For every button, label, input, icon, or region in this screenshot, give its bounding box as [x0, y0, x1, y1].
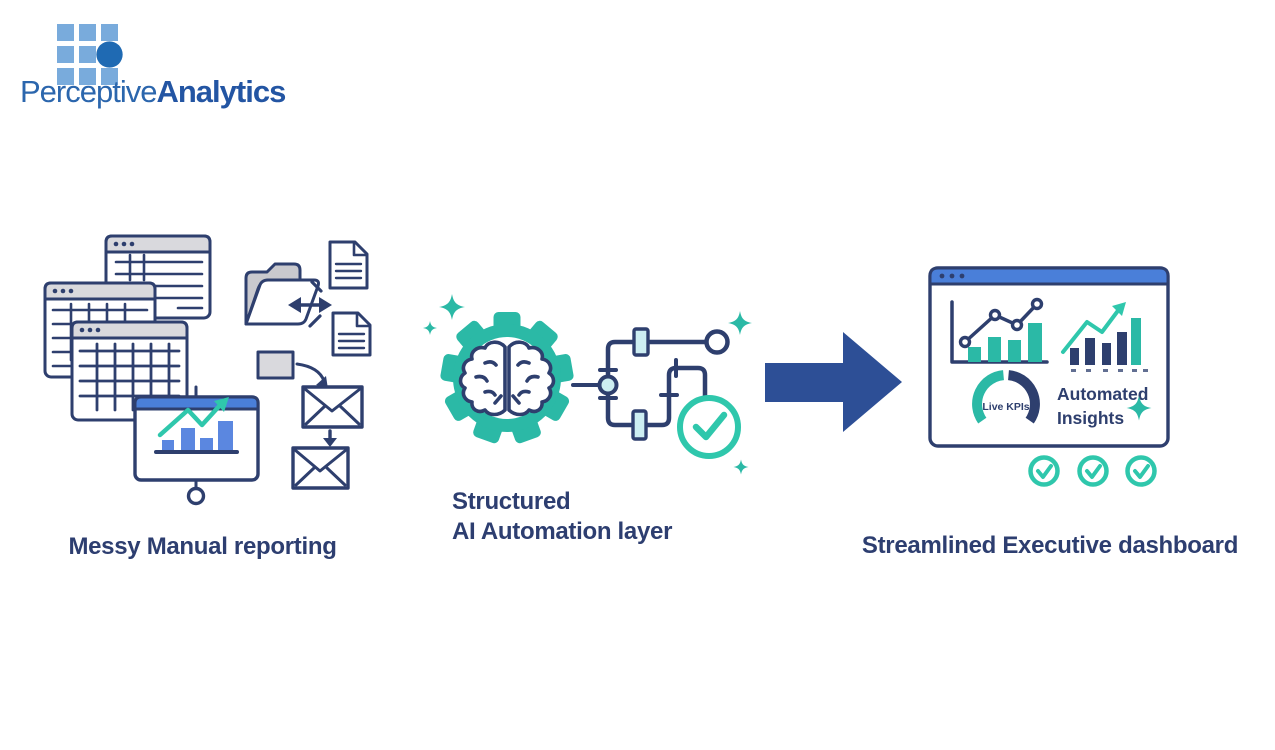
logo-square [57, 46, 74, 63]
sparkle-icon [728, 311, 752, 335]
bar-chart-bars [162, 421, 233, 451]
pipeline-icon [571, 327, 730, 441]
document-icon [328, 240, 369, 290]
label-ai-line2: AI Automation layer [452, 518, 673, 545]
messy-reporting-illustration [43, 234, 372, 506]
gauge-icon: Live KPIs [972, 370, 1040, 424]
logo-square [57, 24, 74, 41]
check-circle-icon [677, 395, 741, 459]
check-circle-icon [1125, 455, 1157, 487]
envelope-icon [291, 446, 350, 490]
sparkle-icon [423, 321, 437, 335]
logo-square [79, 24, 96, 41]
logo-text: PerceptiveAnalytics [20, 74, 286, 110]
envelope-icon [301, 385, 364, 429]
presentation-chart-icon [133, 385, 260, 506]
logo-square [101, 24, 118, 41]
check-circle-icon [1077, 455, 1109, 487]
logo-circle [96, 41, 123, 68]
check-circle-icon [1028, 455, 1060, 487]
sparkle-icon [439, 294, 465, 320]
logo-square [101, 68, 118, 85]
open-folder-icon [244, 262, 320, 326]
label-ai-line1: Structured [452, 488, 571, 515]
ai-automation-illustration [423, 294, 752, 475]
document-icon [331, 311, 372, 357]
attachment-icon [256, 350, 295, 380]
label-ai-automation-layer: Structured AI Automation layer [452, 487, 672, 547]
automated-insights-text: Automated Insights [1057, 384, 1148, 428]
sparkle-icon [733, 459, 749, 475]
logo-square [79, 68, 96, 85]
brain-icon [458, 340, 556, 417]
growth-bar-chart-icon [1061, 302, 1148, 372]
gear-brain-icon [440, 312, 574, 444]
line-bar-chart-icon [950, 297, 1049, 364]
gauge-label: Live KPIs [982, 401, 1029, 413]
sync-arrows-icon [288, 280, 332, 328]
logo-square [79, 46, 96, 63]
label-streamlined-executive-dashboard: Streamlined Executive dashboard [861, 532, 1239, 559]
sparkle-icon [1126, 395, 1152, 421]
flow-arrow-icon [765, 332, 902, 432]
down-arrow-icon [323, 429, 337, 447]
insight-line2: Insights [1057, 408, 1124, 428]
logo-square [57, 68, 74, 85]
logo-text-regular: Perceptive [20, 74, 157, 109]
logo-mark-icon [57, 24, 123, 85]
curved-arrow-icon [295, 362, 328, 389]
label-messy-manual-reporting: Messy Manual reporting [68, 533, 337, 560]
logo-text-bold: Analytics [156, 74, 286, 109]
insight-line1: Automated [1057, 384, 1148, 404]
dashboard-illustration: Live KPIs Automated Insights [928, 266, 1170, 487]
